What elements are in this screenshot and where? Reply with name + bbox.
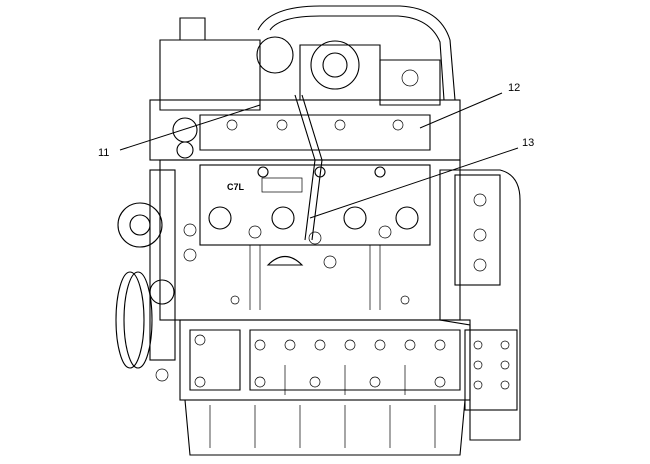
callout-13-label: 13 — [522, 137, 534, 149]
callout-12-leader — [419, 92, 503, 129]
right-flywheel-housing — [439, 169, 521, 441]
callout-11-leader — [119, 104, 261, 151]
engine-marking: C7L — [227, 182, 245, 192]
callout-12-label: 12 — [508, 82, 520, 94]
engine-block: C7L — [159, 159, 461, 321]
oil-pan — [184, 399, 466, 456]
left-pulleys — [115, 169, 197, 382]
callout-13-leader — [309, 147, 519, 219]
callout-11-label: 11 — [98, 147, 109, 159]
lower-block — [179, 319, 471, 401]
turbocharger-assembly — [159, 5, 456, 111]
